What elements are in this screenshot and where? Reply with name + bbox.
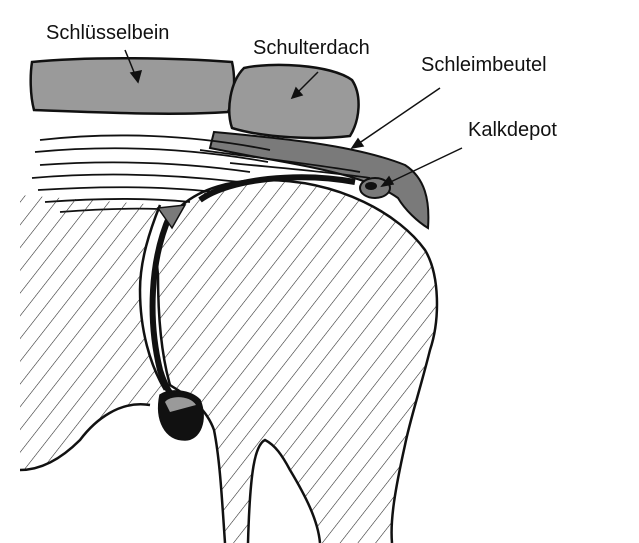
pointer-bursa bbox=[352, 88, 440, 148]
acromion-label: Schulterdach bbox=[253, 38, 370, 58]
clavicle-label: Schlüsselbein bbox=[46, 23, 169, 43]
calcium-deposit-label: Kalkdepot bbox=[468, 120, 557, 140]
acromion-bone bbox=[229, 65, 358, 138]
bursa-label: Schleimbeutel bbox=[421, 55, 547, 75]
